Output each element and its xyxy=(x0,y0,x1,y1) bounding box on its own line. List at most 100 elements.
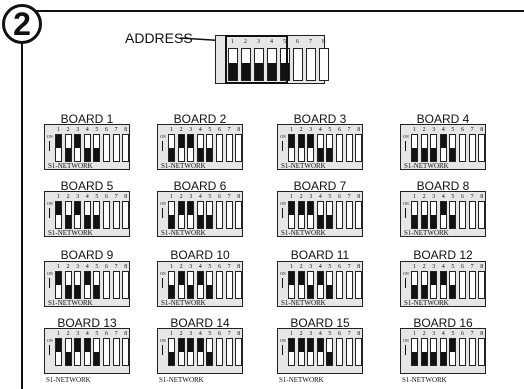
switch-slot xyxy=(168,271,175,299)
switch-number: 8 xyxy=(322,39,325,45)
switch-slot xyxy=(307,338,315,366)
switch-slot xyxy=(112,134,120,162)
switch-slot xyxy=(235,338,243,366)
switch-slot xyxy=(241,48,251,81)
switch-lever-up xyxy=(188,202,194,215)
switch-lever-down xyxy=(169,352,174,365)
switch-lever-down xyxy=(94,148,100,161)
switch-lever-up xyxy=(178,272,184,285)
switch-slot xyxy=(345,271,353,299)
board-title: BOARD 6 xyxy=(173,179,227,193)
switch-slot xyxy=(336,271,343,299)
switch-slot xyxy=(103,271,110,299)
switch-lever-down xyxy=(412,352,417,365)
switch-number: 4 xyxy=(441,264,445,270)
board-title: BOARD 16 xyxy=(413,316,473,330)
switch-number: 7 xyxy=(470,127,474,133)
board-title: BOARD 15 xyxy=(290,316,350,330)
switch-number: 7 xyxy=(227,331,231,337)
switch-number: 7 xyxy=(227,194,231,200)
board-title: BOARD 5 xyxy=(60,179,114,193)
switch-number: 4 xyxy=(318,264,322,270)
switch-number: 7 xyxy=(227,127,231,133)
switch-slot xyxy=(411,134,418,162)
switch-lever-down xyxy=(317,215,323,228)
switch-number: 5 xyxy=(95,264,99,270)
switch-slot xyxy=(449,338,457,366)
switch-lever-up xyxy=(298,339,304,352)
switch-slot xyxy=(177,134,185,162)
switch-lever-up xyxy=(197,339,203,352)
switch-number: 6 xyxy=(105,331,108,337)
board-title: BOARD 10 xyxy=(170,248,230,262)
switch-slot xyxy=(235,271,243,299)
switch-number: 1 xyxy=(57,264,60,270)
switch-number: 1 xyxy=(57,194,60,200)
switch-slot xyxy=(83,134,91,162)
switch-number: 3 xyxy=(189,264,193,270)
switch-lever-up xyxy=(84,272,90,285)
switch-lever-up xyxy=(84,339,90,352)
switch-lever-down xyxy=(65,285,71,298)
on-label: ON xyxy=(280,271,286,276)
switch-number: 8 xyxy=(237,331,241,337)
switch-slot xyxy=(478,338,486,366)
switch-lever-down xyxy=(308,285,314,298)
switch-slot xyxy=(439,134,447,162)
switch-number: 6 xyxy=(218,194,221,200)
switch-lever-down xyxy=(94,285,100,298)
switch-number: 4 xyxy=(198,127,202,133)
switch-slot xyxy=(112,338,120,366)
switch-lever-down xyxy=(421,148,427,161)
switch-number: 4 xyxy=(85,194,89,200)
network-label: S1-NETWORK xyxy=(404,299,449,307)
switch-slot xyxy=(288,201,295,229)
switch-number: 6 xyxy=(461,127,464,133)
board-title: BOARD 8 xyxy=(416,179,470,193)
switch-slot xyxy=(225,271,233,299)
switch-number: 8 xyxy=(480,194,484,200)
on-arrow-icon xyxy=(405,278,406,288)
switch-slot xyxy=(206,201,214,229)
on-arrow-icon xyxy=(405,345,406,355)
switch-number: 8 xyxy=(480,331,484,337)
switch-slot xyxy=(468,201,476,229)
switch-slot xyxy=(355,271,363,299)
switch-number: 3 xyxy=(76,264,80,270)
on-arrow-icon xyxy=(282,345,283,355)
switch-number: 5 xyxy=(208,127,212,133)
switch-slot xyxy=(235,134,243,162)
switch-number: 3 xyxy=(189,194,193,200)
switch-number: 6 xyxy=(338,264,341,270)
switch-slot xyxy=(449,271,457,299)
switch-slot xyxy=(74,271,82,299)
switch-lever-down xyxy=(94,352,100,365)
network-label: S1-NETWORK xyxy=(281,299,326,307)
switch-number: 4 xyxy=(85,264,89,270)
switch-slot xyxy=(439,201,447,229)
switch-lever-up xyxy=(289,135,294,148)
switch-slot xyxy=(288,338,295,366)
on-label: ON xyxy=(160,201,166,206)
switch-lever-up xyxy=(440,272,446,285)
switch-number: 7 xyxy=(114,264,118,270)
switch-lever-up xyxy=(298,135,304,148)
switch-number: 2 xyxy=(244,39,247,45)
switch-number: 6 xyxy=(338,331,341,337)
switch-number: 3 xyxy=(309,194,313,200)
switch-number: 7 xyxy=(227,264,231,270)
switch-slot xyxy=(326,201,334,229)
switch-slot xyxy=(177,271,185,299)
switch-lever-down xyxy=(450,148,456,161)
switch-number: 3 xyxy=(309,127,313,133)
board-title: BOARD 11 xyxy=(290,248,350,262)
switch-number: 7 xyxy=(309,39,312,45)
switch-number: 6 xyxy=(296,39,299,45)
switch-slot xyxy=(206,134,214,162)
on-arrow-icon xyxy=(405,208,406,218)
switch-number: 3 xyxy=(432,127,436,133)
